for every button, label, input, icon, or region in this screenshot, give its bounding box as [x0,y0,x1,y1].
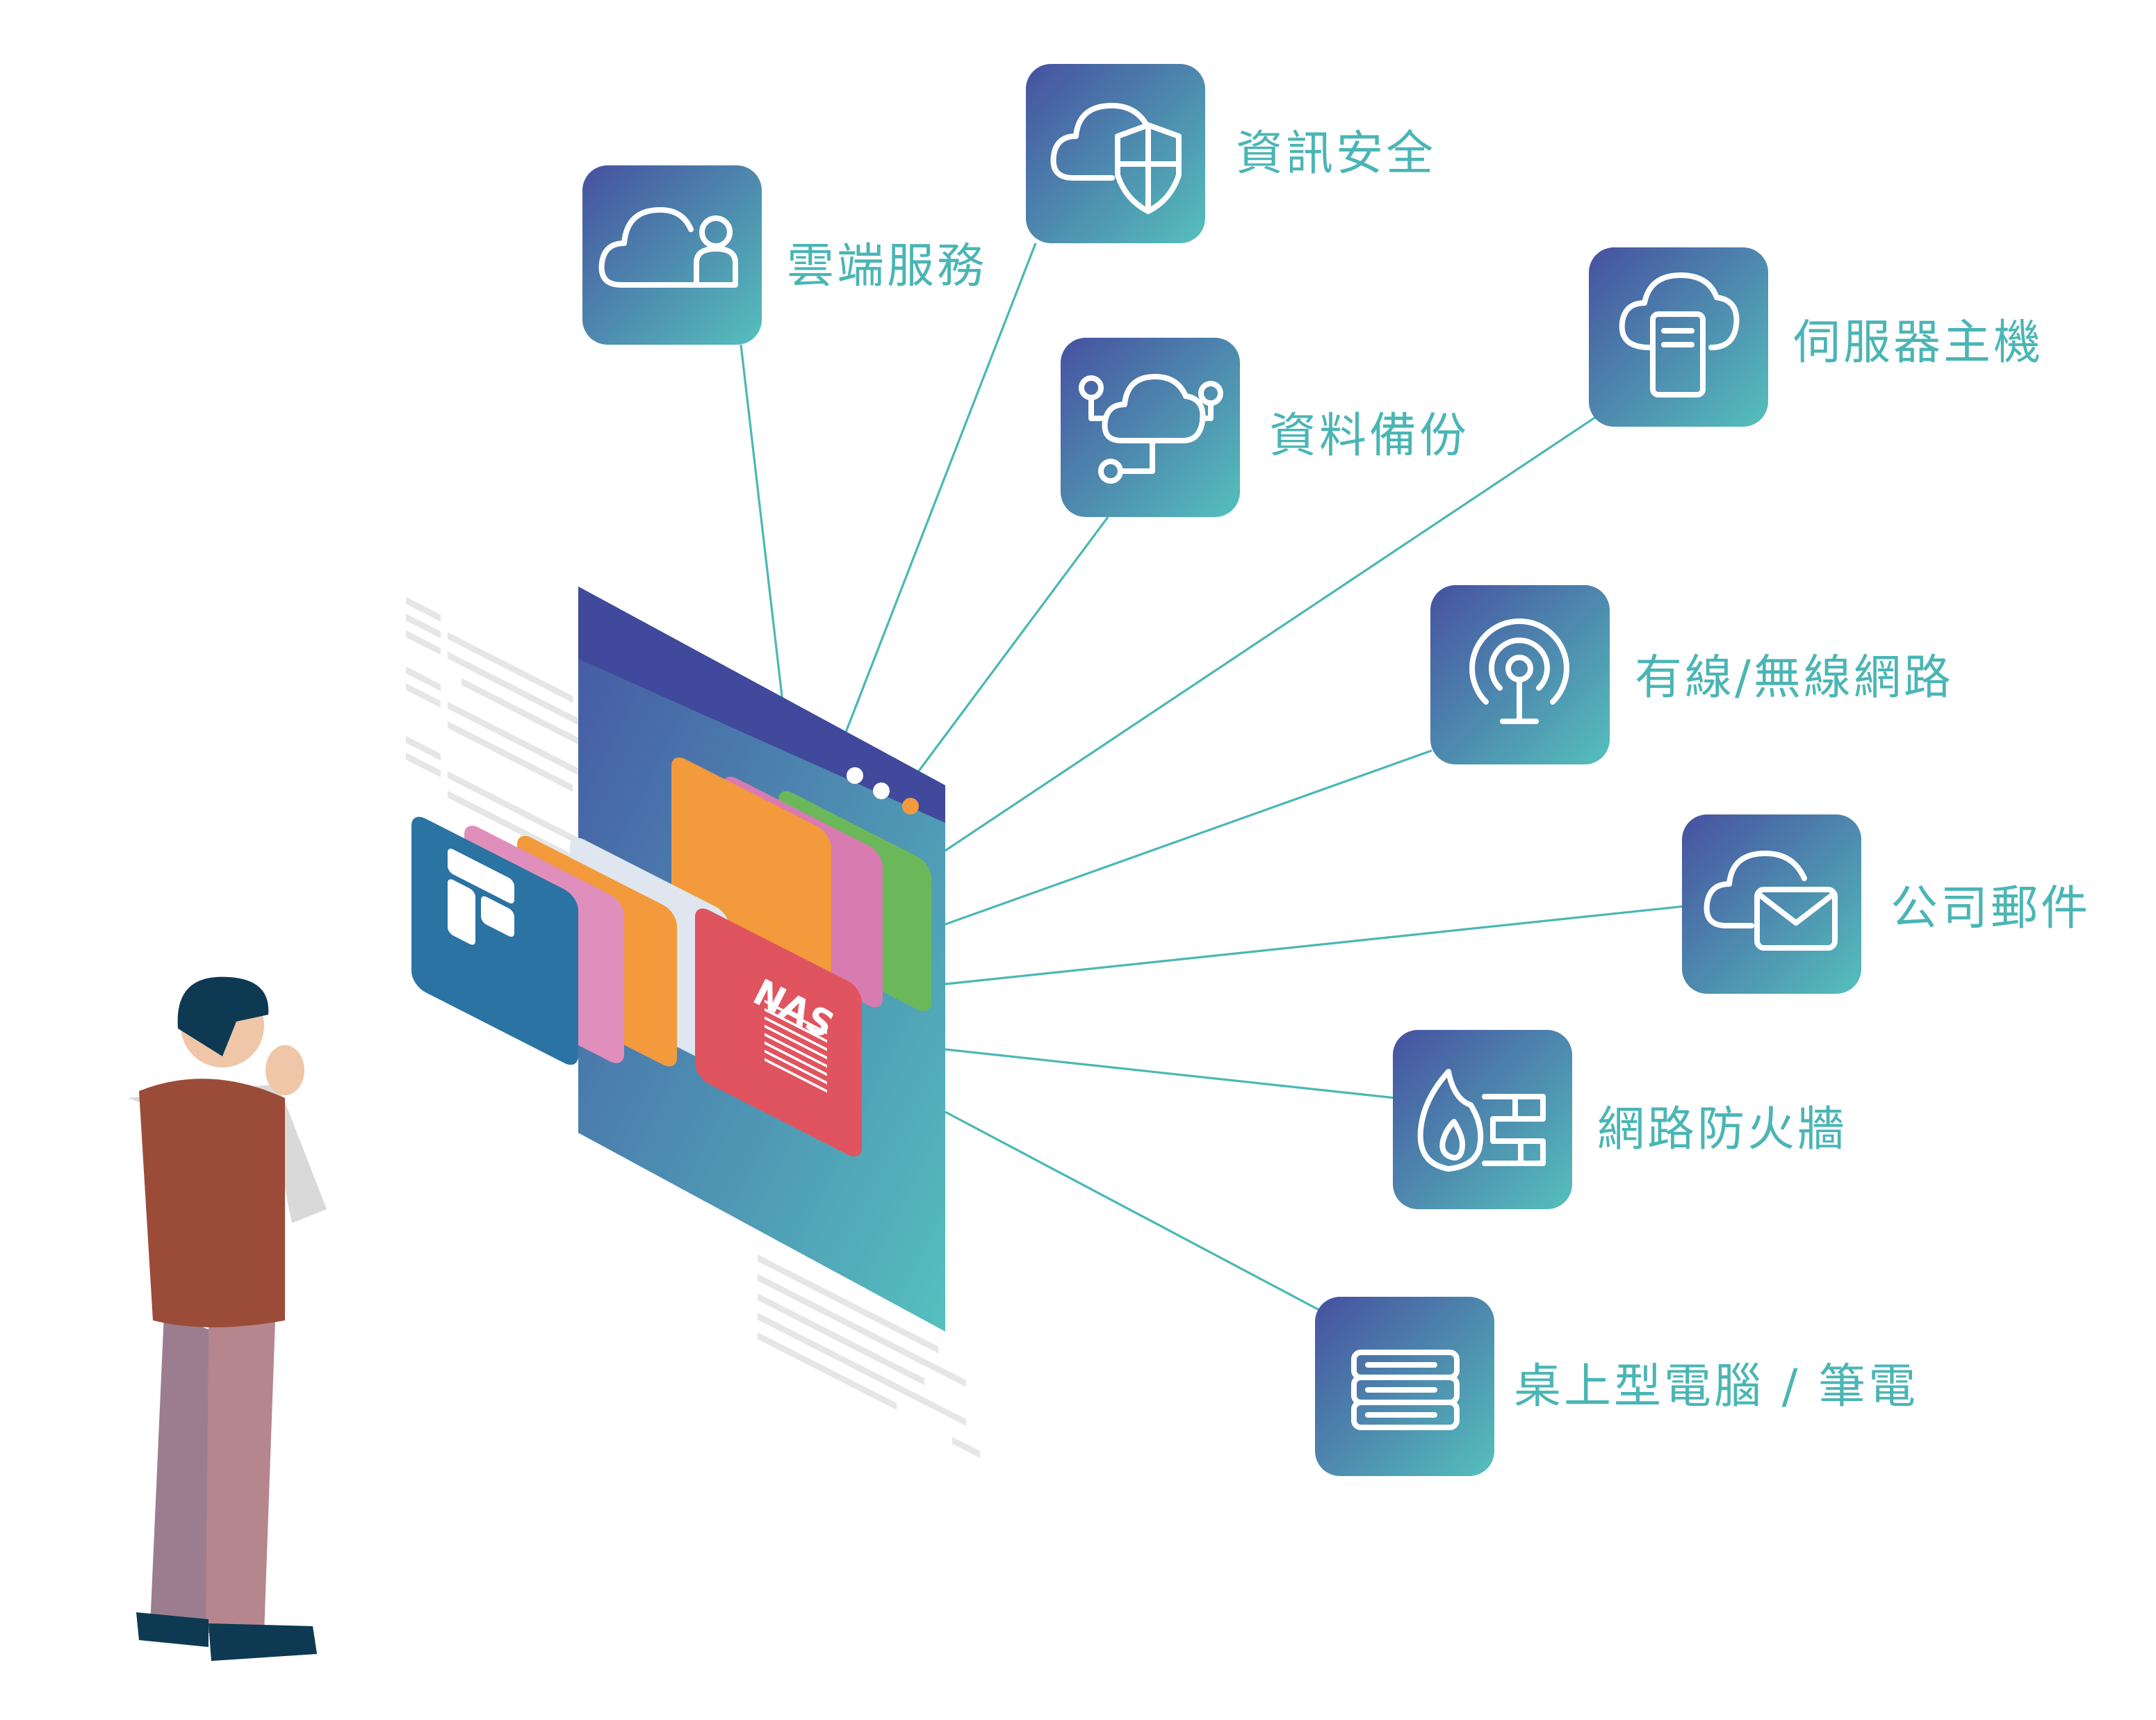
node-server-host[interactable]: 伺服器主機 [1589,247,2043,427]
connector-server-host [945,416,1596,852]
node-firewall[interactable]: 網路防火牆 [1393,1030,1847,1209]
connector-company-mail [945,905,1685,985]
nas-rack-lines [765,999,827,1093]
connector-info-security [844,243,1037,735]
cloud-server-icon [1619,272,1740,398]
node-label: 公司郵件 [1890,881,2091,936]
app-logo-block [411,817,578,1065]
connector-network [945,749,1432,926]
node-company-mail[interactable]: 公司郵件 [1682,814,2091,994]
server-rack-icon [1351,1350,1460,1430]
connector-firewall [945,1048,1396,1099]
window-dot-icon [847,767,863,784]
firewall-icon [1417,1069,1546,1172]
wireless-antenna-icon [1469,618,1569,724]
cloud-user-icon [598,207,738,288]
cloud-network-icon [1079,374,1223,484]
connector-lines [740,243,1685,1312]
connector-cloud-service [740,344,784,703]
node-cloud-service[interactable]: 雲端服務 [582,165,987,345]
background-code-lines [406,597,980,1459]
node-label: 桌上型電腦 / 筆電 [1514,1359,1918,1414]
node-desktop-laptop[interactable]: 桌上型電腦 / 筆電 [1315,1297,1918,1476]
cloud-mail-icon [1704,851,1838,951]
node-label: 資訊安全 [1236,126,1436,181]
node-info-security[interactable]: 資訊安全 [1026,64,1436,243]
window-dot-icon [902,798,919,814]
cloud-shield-icon [1050,103,1182,214]
node-label: 雲端服務 [787,239,987,294]
node-network[interactable]: 有線/無線網路 [1430,585,1954,764]
node-label: 有線/無線網路 [1635,650,1954,705]
window-dot-icon [873,783,890,799]
connector-data-backup [916,516,1109,773]
node-data-backup[interactable]: 資料備份 [1061,338,1469,517]
app-window-icon [448,849,514,945]
node-label: 資料備份 [1269,409,1469,464]
connector-desktop-laptop [945,1111,1321,1312]
node-label: 伺服器主機 [1793,316,2043,370]
node-label: 網路防火牆 [1597,1102,1847,1157]
person-illustration [128,976,327,1661]
app-blocks: NAS [411,757,931,1157]
